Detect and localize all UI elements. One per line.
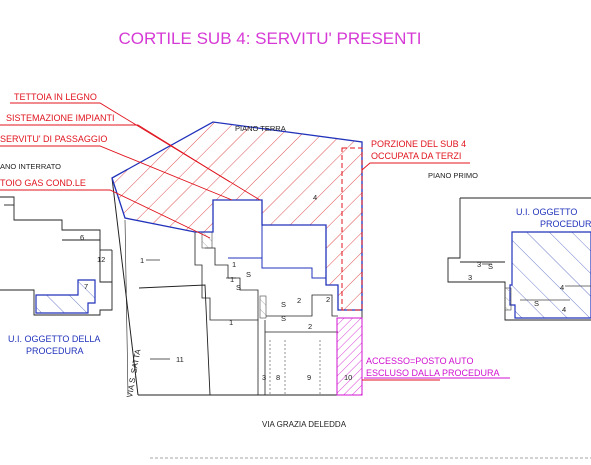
callout-porzione-1: PORZIONE DEL SUB 4 xyxy=(371,139,466,149)
parcel-4: 4 xyxy=(313,193,317,202)
ui-left-line2: PROCEDURA xyxy=(26,346,84,356)
basement-plan xyxy=(0,196,113,316)
parcel-r3b: 3 xyxy=(468,273,472,282)
diagram-title: CORTILE SUB 4: SERVITU' PRESENTI xyxy=(118,29,421,48)
parcel-1c: 1 xyxy=(230,275,234,284)
parcel-r4b: 4 xyxy=(562,305,566,314)
basement-unit-hatch xyxy=(35,279,96,314)
servitude-s1: S xyxy=(246,270,251,279)
floor-label-primo: PIANO PRIMO xyxy=(428,171,478,180)
callout-impianti: SISTEMAZIONE IMPIANTI xyxy=(6,113,115,123)
parcel-3: 3 xyxy=(262,373,266,382)
street-label-deledda: VIA GRAZIA DELEDDA xyxy=(262,420,347,429)
servitude-rs2: S xyxy=(534,299,539,308)
parcel-11-outline xyxy=(138,284,211,396)
third-party-portion xyxy=(341,147,363,311)
parcel-1b: 1 xyxy=(232,260,236,269)
parcel-11: 11 xyxy=(176,355,184,364)
servitude-s2: S xyxy=(236,283,241,292)
callout-passaggio: SERVITU' DI PASSAGGIO xyxy=(0,134,107,144)
parcel-9: 9 xyxy=(307,373,311,382)
parcel-10: 10 xyxy=(344,373,352,382)
callout-leaders xyxy=(0,102,470,381)
servitude-s4: S xyxy=(281,314,286,323)
ui-right-line2: PROCEDUR xyxy=(540,219,591,229)
callout-gas: TOIO GAS COND.LE xyxy=(0,178,86,188)
parcel-r3a: 3 xyxy=(477,260,481,269)
parcel-6: 6 xyxy=(80,233,84,242)
parcel-1d: 1 xyxy=(229,318,233,327)
floor-label-terra: PIANO TERRA xyxy=(235,124,286,133)
parcel-12: 12 xyxy=(97,255,105,264)
parcel-1a: 1 xyxy=(140,256,144,265)
first-floor-unit-hatch xyxy=(509,231,591,319)
ui-left-line1: U.I. OGGETTO DELLA xyxy=(8,334,100,344)
servitude-rs1: S xyxy=(488,262,493,271)
building-1-outline xyxy=(194,232,259,395)
ui-right-line1: U.I. OGGETTO xyxy=(516,207,577,217)
servitude-s3: S xyxy=(281,300,286,309)
callout-porzione-2: OCCUPATA DA TERZI xyxy=(371,151,461,161)
parcel-8: 8 xyxy=(276,373,280,382)
parcel-2a: 2 xyxy=(297,296,301,305)
servitude-area xyxy=(111,121,363,311)
stair-main-2 xyxy=(259,295,267,319)
parcel-r4: 4 xyxy=(560,283,564,292)
callout-tettoia: TETTOIA IN LEGNO xyxy=(14,92,97,102)
callout-accesso-2: ESCLUSO DALLA PROCEDURA xyxy=(366,368,500,378)
parcel-2b: 2 xyxy=(326,295,330,304)
parcel-7: 7 xyxy=(84,282,88,291)
floor-label-interrato: ANO INTERRATO xyxy=(0,162,61,171)
stair-right xyxy=(504,287,512,311)
parcel-numbers: 4 1 1 1 1 6 12 7 11 2 2 2 3 8 9 10 S S S… xyxy=(80,193,566,382)
first-floor-plan xyxy=(447,197,591,321)
access-parking-area xyxy=(336,317,363,396)
street-edge-satta xyxy=(111,177,139,396)
parcel-2c: 2 xyxy=(308,322,312,331)
callout-accesso-1: ACCESSO=POSTO AUTO xyxy=(366,356,473,366)
